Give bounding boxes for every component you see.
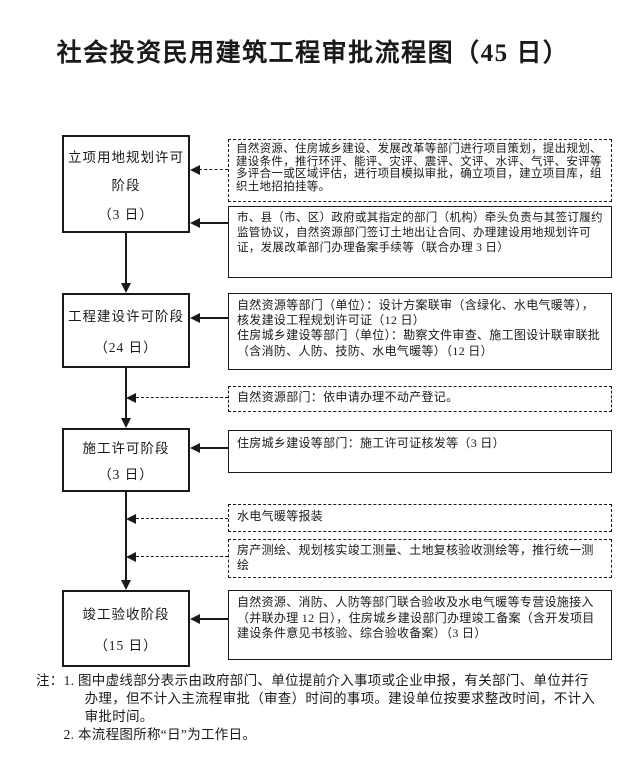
arrow-left-head bbox=[190, 313, 200, 323]
arrow-acceptance-to-stage4 bbox=[199, 618, 228, 620]
arrow-surveying-to-mainline bbox=[136, 556, 228, 557]
stage-box-construction-permit: 工程建设许可阶段 （24 日） bbox=[62, 293, 190, 368]
arrow-left-head bbox=[126, 514, 136, 524]
footnotes-label: 注： bbox=[36, 673, 64, 688]
footnotes: 注： 1. 图中虚线部分表示由政府部门、单位提前介入事项或企业申报，有关部门、单… bbox=[36, 672, 600, 744]
flow-connector-stage1-stage2 bbox=[125, 233, 127, 284]
side-box-unified-surveying: 房产测绘、规划核实竣工测量、土地复核验收测绘等，推行统一测绘 bbox=[228, 539, 612, 578]
arrow-planning-to-stage1 bbox=[199, 169, 228, 170]
arrow-down-head bbox=[121, 580, 131, 590]
arrow-left-head bbox=[190, 218, 200, 228]
arrow-left-head bbox=[190, 614, 200, 624]
footnotes-list: 1. 图中虚线部分表示由政府部门、单位提前介入事项或企业申报，有关部门、单位并行… bbox=[64, 672, 600, 744]
side-box-joint-acceptance-filing: 自然资源、消防、人防等部门联合验收及水电气暖等专营设施接入（并联办理 12 日）… bbox=[228, 590, 612, 660]
arrow-permit-to-stage3 bbox=[199, 447, 228, 449]
arrow-left-head bbox=[190, 165, 200, 175]
arrow-left-head bbox=[190, 443, 200, 453]
side-box-project-planning: 自然资源、住房城乡建设、发展改革等部门进行项目策划，提出规划、建设条件，推行环评… bbox=[228, 139, 612, 202]
stage-label: 竣工验收阶段 bbox=[82, 607, 170, 622]
arrow-review-to-stage2 bbox=[199, 317, 228, 319]
page-title: 社会投资民用建筑工程审批流程图（45 日） bbox=[56, 40, 570, 67]
arrow-utility-to-mainline bbox=[136, 518, 228, 519]
stage-duration: （3 日） bbox=[98, 467, 154, 483]
side-box-land-contract-and-permit: 市、县（市、区）政府或其指定的部门（机构）牵头负责与其签订履约监管协议，自然资源… bbox=[228, 206, 612, 278]
arrow-down-head bbox=[121, 418, 131, 428]
stage-duration: （3 日） bbox=[98, 206, 154, 222]
flow-connector-stage3-stage4 bbox=[125, 492, 127, 581]
stage-duration: （15 日） bbox=[94, 638, 158, 653]
arrow-left-head bbox=[126, 393, 136, 403]
arrow-contract-to-stage1 bbox=[199, 222, 228, 224]
stage-box-work-start-permit: 施工许可阶段 （3 日） bbox=[62, 428, 190, 492]
arrow-left-head bbox=[126, 552, 136, 562]
stage-label: 立项用地规划许可 bbox=[68, 149, 184, 165]
footnote-item: 1. 图中虚线部分表示由政府部门、单位提前介入事项或企业申报，有关部门、单位并行… bbox=[63, 673, 596, 725]
footnote-item: 2. 本流程图所称“日”为工作日。 bbox=[63, 727, 257, 743]
side-box-utility-installation: 水电气暖等报装 bbox=[228, 504, 612, 532]
stage-box-completion-acceptance: 竣工验收阶段 （15 日） bbox=[62, 590, 190, 667]
side-box-work-permit-issuance: 住房城乡建设等部门：施工许可证核发等（3 日） bbox=[228, 430, 612, 473]
side-box-design-joint-review: 自然资源等部门（单位）：设计方案联审（含绿化、水电气暖等），核发建设工程规划许可… bbox=[228, 293, 612, 370]
stage-duration: （24 日） bbox=[94, 339, 158, 355]
arrow-registration-to-mainline bbox=[136, 397, 228, 398]
stage-label: 工程建设许可阶段 bbox=[68, 309, 184, 325]
stage-box-project-land-planning: 立项用地规划许可 阶段 （3 日） bbox=[62, 135, 190, 233]
stage-label: 施工许可阶段 bbox=[82, 440, 170, 456]
stage-label: 阶段 bbox=[111, 178, 141, 193]
arrow-down-head bbox=[121, 283, 131, 293]
side-box-real-estate-registration: 自然资源部门：依申请办理不动产登记。 bbox=[228, 386, 612, 412]
